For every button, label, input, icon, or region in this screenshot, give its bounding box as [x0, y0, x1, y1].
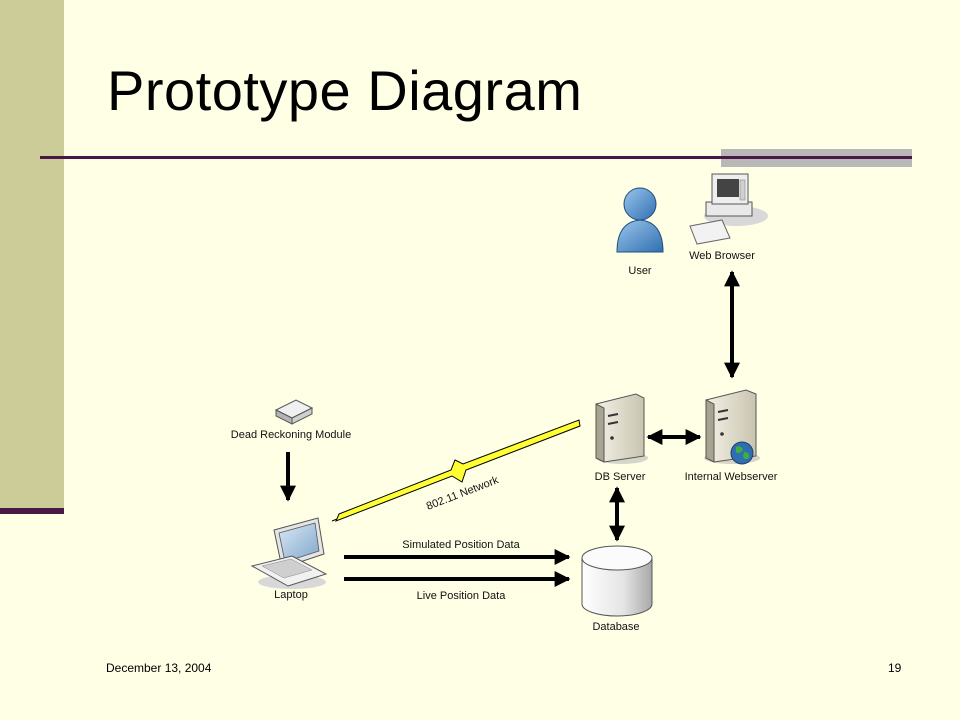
dead-reckoning-module-icon: [274, 399, 314, 425]
web-browser-icon: [689, 173, 768, 245]
laptop-label: Laptop: [274, 589, 308, 601]
footer-date: December 13, 2004: [106, 661, 212, 675]
web-browser-label: Web Browser: [689, 250, 755, 262]
user-icon: [616, 187, 664, 253]
database-label: Database: [592, 621, 639, 633]
internal-webserver-label: Internal Webserver: [685, 471, 778, 483]
laptop-icon: [250, 517, 328, 589]
slide-title: Prototype Diagram: [107, 59, 583, 122]
user-label: User: [628, 265, 652, 277]
simulated-data-label: Simulated Position Data: [402, 539, 520, 551]
left-decor-band: [0, 0, 64, 512]
globe-icon: [730, 441, 754, 465]
title-rule: [40, 156, 912, 159]
db-server-icon: [595, 393, 648, 464]
network-link: [331, 419, 581, 522]
left-decor-band-edge: [0, 508, 64, 514]
db-server-label: DB Server: [595, 471, 646, 483]
dead-reckoning-label: Dead Reckoning Module: [231, 429, 351, 441]
database-icon: [581, 545, 653, 617]
live-data-label: Live Position Data: [417, 590, 507, 602]
title-rule-accent-line: [721, 156, 912, 159]
page-number: 19: [888, 661, 902, 675]
